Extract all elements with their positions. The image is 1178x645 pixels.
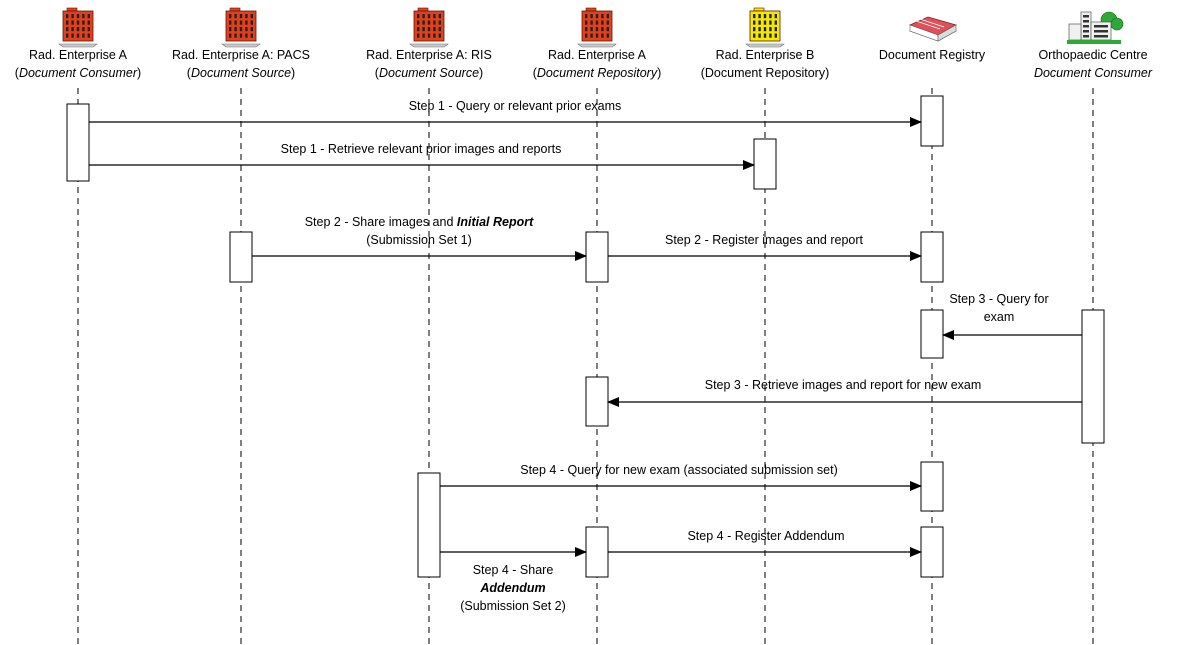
message-m6: Step 3 - Retrieve images and report for … [607,378,1082,407]
message-m7: Step 4 - Query for new exam (associated … [440,463,922,491]
message-label-segment: Step 2 - Share images and [305,215,457,229]
message-label: Step 2 - Share images and Initial Report [305,215,534,229]
document-stack-icon [908,16,958,42]
message-label-segment: (Submission Set 2) [460,599,566,613]
actor-name: Rad. Enterprise A [29,48,128,62]
actor-c: Rad. Enterprise A: RIS (Document Source) [366,7,492,80]
activation-bar-f1 [920,95,944,147]
role-open-paren: ( [375,66,380,80]
message-label: Step 4 - Query for new exam (associated … [520,463,838,477]
message-label-segment: Step 4 - Query for new exam (associated … [520,463,838,477]
activation-bar-d3 [585,526,609,578]
role-open-paren: ( [15,66,20,80]
actor-role: (Document Repository) [533,66,662,80]
role-open-paren: ( [533,66,538,80]
message-label: exam [984,310,1015,324]
message-label-segment: (Submission Set 1) [366,233,472,247]
office-building-icon [409,7,449,48]
actor-b: Rad. Enterprise A: PACS (Document Source) [172,7,310,80]
hospital-campus-icon [1067,11,1124,44]
message-m1: Step 1 - Query or relevant prior exams [89,99,922,127]
message-label: (Submission Set 1) [366,233,472,247]
message-label-segment: Step 4 - Register Addendum [687,529,844,543]
office-building-icon [577,7,617,48]
actor-d: Rad. Enterprise A (Document Repository) [533,7,662,80]
activation-bar-b1 [229,231,253,283]
actor-role-text: Document Repository [537,66,658,80]
actor-name: Document Registry [879,48,986,62]
role-close-paren: ) [291,66,295,80]
message-label-segment: Step 1 - Query or relevant prior exams [409,99,622,113]
role-open-paren: ( [187,66,192,80]
activation-bar-f2 [920,231,944,283]
office-building-icon [58,7,98,48]
message-m3: Step 2 - Share images and Initial Report… [252,215,587,261]
activation-bar-f5 [920,526,944,578]
message-m9: Step 4 - Register Addendum [608,529,922,557]
actor-role: Document Consumer [1034,66,1153,80]
activation-bar-f3 [920,309,944,359]
message-label-segment: Step 1 - Retrieve relevant prior images … [281,142,562,156]
activation-bar-d2 [585,376,609,427]
activation-bar-f4 [920,461,944,512]
actor-e: Rad. Enterprise B (Document Repository) [701,7,830,80]
activation-bar-a1 [66,103,90,182]
actor-role: (Document Repository) [701,66,830,80]
actor-role-text: Document Source [191,66,291,80]
message-label: Step 3 - Query for [949,292,1048,306]
activation-bar-e1 [753,138,777,190]
role-close-paren: ) [825,66,829,80]
actor-name: Orthopaedic Centre [1038,48,1147,62]
message-m5: Step 3 - Query for exam [942,292,1082,340]
role-close-paren: ) [479,66,483,80]
actor-name: Rad. Enterprise B [716,48,815,62]
message-label: Step 4 - Register Addendum [687,529,844,543]
office-building-icon [221,7,261,48]
message-label-segment: Step 3 - Retrieve images and report for … [705,378,982,392]
message-label: Step 1 - Query or relevant prior exams [409,99,622,113]
activation-bar-c1 [417,472,441,578]
actor-name: Rad. Enterprise A: PACS [172,48,310,62]
actor-name: Rad. Enterprise A: RIS [366,48,492,62]
message-label-segment: Initial Report [457,215,534,229]
message-m2: Step 1 - Retrieve relevant prior images … [89,142,755,170]
actor-role-text: Document Consumer [19,66,138,80]
actor-role-text: Document Consumer [1034,66,1153,80]
message-label: (Submission Set 2) [460,599,566,613]
actor-role-text: Document Source [379,66,479,80]
message-m4: Step 2 - Register images and report [608,233,922,261]
message-label: Addendum [479,581,545,595]
actor-a: Rad. Enterprise A (Document Consumer) [15,7,141,80]
actor-name: Rad. Enterprise A [548,48,647,62]
office-building-icon [745,7,785,48]
message-label-segment: Step 2 - Register images and report [665,233,864,247]
message-label: Step 2 - Register images and report [665,233,864,247]
message-label-segment: Step 4 - Share [473,563,554,577]
role-close-paren: ) [137,66,141,80]
message-label: Step 1 - Retrieve relevant prior images … [281,142,562,156]
message-label-segment: exam [984,310,1015,324]
actor-f: Document Registry [879,16,986,62]
role-close-paren: ) [657,66,661,80]
message-label: Step 4 - Share [473,563,554,577]
message-label-segment: Step 3 - Query for [949,292,1048,306]
role-open-paren: ( [701,66,706,80]
activation-bar-g1 [1081,309,1105,444]
message-label: Step 3 - Retrieve images and report for … [705,378,982,392]
actor-role-text: Document Repository [705,66,826,80]
actor-role: (Document Consumer) [15,66,141,80]
actor-role: (Document Source) [187,66,295,80]
activation-bar-d1 [585,231,609,283]
message-label-segment: Addendum [479,581,545,595]
actor-role: (Document Source) [375,66,483,80]
